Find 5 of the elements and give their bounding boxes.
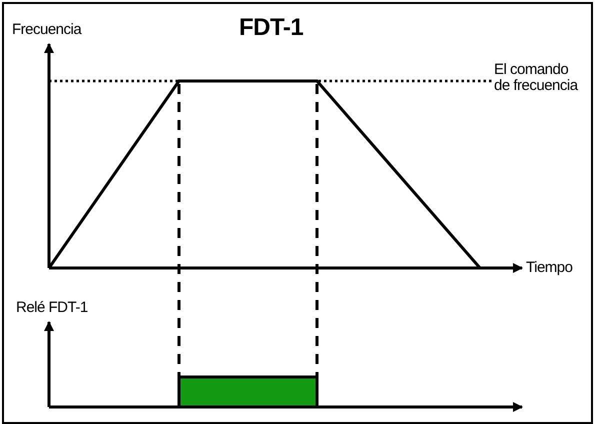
axis-label: Frecuencia (12, 22, 82, 38)
chart-title: FDT-1 (239, 14, 304, 42)
axis-label: Tiempo (526, 260, 572, 276)
axis-label: Relé FDT-1 (16, 300, 88, 316)
curve-label: El comando de frecuencia (494, 62, 580, 94)
